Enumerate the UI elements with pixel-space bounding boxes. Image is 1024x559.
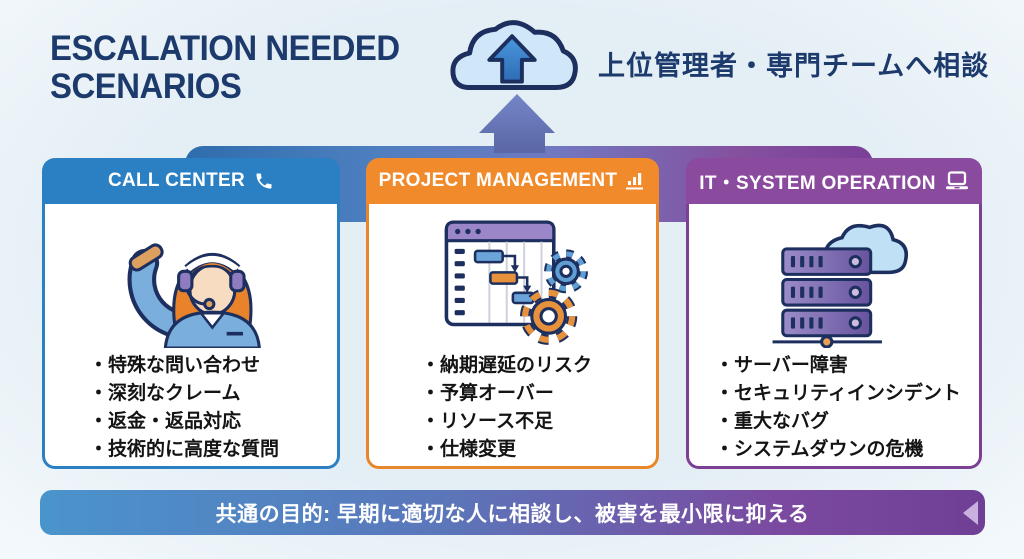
card-call-center-body: 特殊な問い合わせ 深刻なクレーム 返金・返品対応 技術的に高度な質問	[42, 204, 340, 469]
list-item: 技術的に高度な質問	[89, 436, 329, 464]
ribbon-chevron-icon	[963, 500, 978, 525]
cloud-icon	[450, 20, 578, 90]
common-goal-text: 共通の目的: 早期に適切な人に相談し、被害を最小限に抑える	[215, 502, 810, 526]
card-call-center: CALL CENTER	[42, 158, 340, 469]
card-project-management-body: 納期遅延のリスク 予算オーバー リソース不足 仕様変更	[366, 204, 659, 469]
list-item: 特殊な問い合わせ	[89, 352, 329, 380]
phone-icon	[256, 173, 272, 189]
page-title: ESCALATION NEEDED SCENARIOS	[50, 30, 400, 106]
list-item: 仕様変更	[421, 436, 648, 464]
list-item: 重大なバグ	[715, 408, 971, 436]
card-it-system-operation-title: IT・SYSTEM OPERATION	[699, 172, 936, 194]
card-it-system-operation: IT・SYSTEM OPERATION	[686, 158, 982, 469]
list-item: 予算オーバー	[421, 380, 648, 408]
common-goal-banner: 共通の目的: 早期に適切な人に相談し、被害を最小限に抑える	[40, 490, 985, 535]
list-item: 返金・返品対応	[89, 408, 329, 436]
list-item: 納期遅延のリスク	[421, 352, 648, 380]
call-center-item-list: 特殊な問い合わせ 深刻なクレーム 返金・返品対応 技術的に高度な質問	[45, 352, 337, 464]
list-item: セキュリティインシデント	[715, 380, 971, 408]
call-center-agent-illustration	[127, 243, 262, 348]
bar-chart-icon	[626, 173, 644, 190]
list-item: 深刻なクレーム	[89, 380, 329, 408]
list-item: リソース不足	[421, 408, 648, 436]
card-call-center-title: CALL CENTER	[107, 170, 245, 191]
card-it-system-operation-body: サーバー障害 セキュリティインシデント 重大なバグ システムダウンの危機	[686, 204, 982, 469]
card-project-management-header: PROJECT MANAGEMENT	[366, 158, 659, 204]
server-cloud-illustration	[772, 223, 909, 348]
it-system-operation-item-list: サーバー障害 セキュリティインシデント 重大なバグ システムダウンの危機	[689, 352, 979, 464]
card-project-management-title: PROJECT MANAGEMENT	[378, 170, 618, 191]
card-project-management: PROJECT MANAGEMENT	[366, 158, 659, 469]
escalation-up-arrow	[479, 94, 555, 153]
card-it-system-operation-header: IT・SYSTEM OPERATION	[686, 158, 982, 204]
page-title-line2: SCENARIOS	[50, 66, 242, 106]
laptop-icon	[945, 171, 968, 190]
gantt-chart-illustration	[444, 220, 588, 345]
list-item: サーバー障害	[715, 352, 971, 380]
list-item: システムダウンの危機	[715, 436, 971, 464]
project-management-item-list: 納期遅延のリスク 予算オーバー リソース不足 仕様変更	[369, 352, 656, 464]
escalation-target-label: 上位管理者・専門チームへ相談	[598, 51, 990, 81]
page-title-line1: ESCALATION NEEDED	[50, 29, 400, 68]
card-call-center-header: CALL CENTER	[42, 158, 340, 204]
